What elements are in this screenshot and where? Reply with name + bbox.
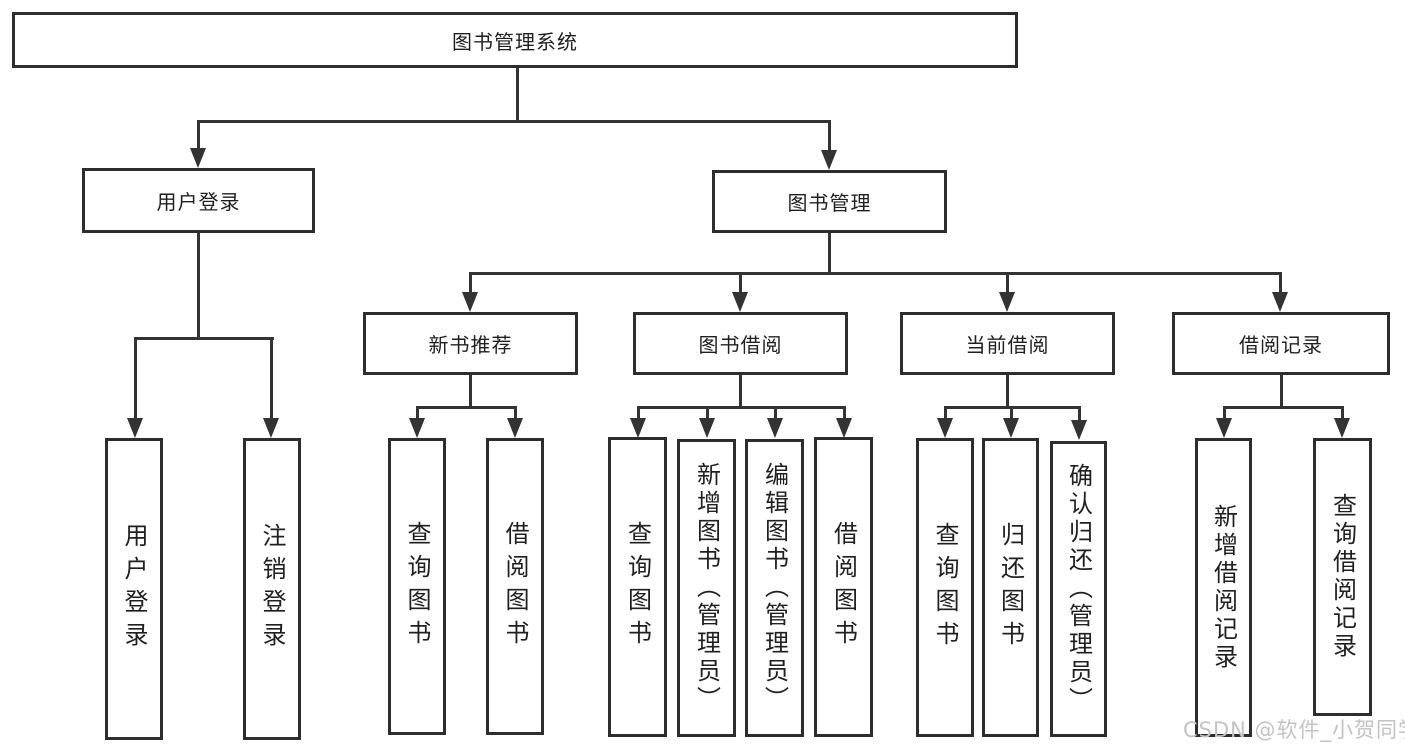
connector-drop — [416, 406, 419, 420]
node-borrowing-records: 借阅记录 — [1172, 312, 1390, 375]
arrowhead-borrow-records — [1272, 292, 1288, 312]
arrowhead — [630, 418, 646, 438]
connector-drop — [706, 406, 709, 420]
connector-drop — [1223, 406, 1226, 420]
connector-drop — [1078, 406, 1081, 422]
leaf-label: 查询图书 — [623, 521, 652, 653]
connector-drop-borrow-records — [1279, 272, 1282, 294]
connector-drop-new-book — [469, 272, 472, 294]
leaf-label: 用户登录 — [120, 523, 148, 655]
arrowhead — [1216, 418, 1232, 438]
arrowhead-book-mgmt — [821, 150, 837, 170]
connector-drop — [843, 406, 846, 420]
connector-user-login-stub — [197, 233, 200, 337]
node-label: 新书推荐 — [428, 333, 513, 357]
node-current-borrowing: 当前借阅 — [900, 312, 1115, 375]
arrowhead-leaf-login — [127, 418, 143, 438]
leaf-label: 新增图书（管理员） — [692, 462, 721, 714]
connector-level1-rail — [197, 120, 831, 123]
connector-sec1-rail — [416, 406, 517, 409]
node-library-system: 图书管理系统 — [12, 12, 1018, 68]
connector-level2-rail — [469, 272, 1282, 275]
node-label: 图书管理 — [787, 191, 872, 215]
leaf-bb-borrow-books: 借阅图书 — [814, 437, 873, 737]
leaf-label: 归还图书 — [996, 521, 1025, 654]
connector-drop-book-mgmt — [828, 120, 831, 152]
csdn-watermark: CSDN @软件_小贺同学 — [1183, 718, 1405, 742]
connector-drop — [944, 406, 947, 420]
arrowhead — [507, 418, 523, 438]
leaf-label: 编辑图书（管理员） — [760, 462, 789, 714]
leaf-label: 查询图书 — [931, 521, 959, 654]
leaf-nbr-query-books: 查询图书 — [388, 438, 446, 735]
arrowhead-book-borrow — [732, 292, 748, 312]
connector-book-mgmt-stub — [828, 233, 831, 272]
leaf-label: 注销登录 — [258, 523, 286, 655]
leaf-bb-edit-books-admin: 编辑图书（管理员） — [745, 439, 804, 737]
leaf-label: 查询借阅记录 — [1328, 493, 1357, 661]
arrowhead-new-book — [462, 292, 478, 312]
connector-drop — [1341, 406, 1344, 420]
leaf-user-login: 用户登录 — [105, 438, 163, 740]
connector-root-stub — [516, 68, 519, 120]
leaf-cb-query-books: 查询图书 — [916, 438, 974, 737]
node-book-management: 图书管理 — [712, 170, 947, 233]
arrowhead — [937, 418, 953, 438]
arrowhead-leaf-logout — [263, 418, 279, 438]
connector-drop — [514, 406, 517, 420]
leaf-bb-query-books: 查询图书 — [608, 437, 667, 737]
arrowhead — [836, 418, 852, 438]
arrowhead — [699, 418, 715, 438]
arrowhead-current-borrow — [999, 292, 1015, 312]
connector-drop-leaf-login — [134, 337, 137, 420]
connector-sec1-stub — [469, 375, 472, 406]
leaf-label: 确认归还（管理员） — [1064, 463, 1093, 715]
connector-sec4-rail — [1223, 406, 1344, 409]
leaf-br-query-record: 查询借阅记录 — [1313, 438, 1372, 716]
connector-sec3-stub — [1006, 375, 1009, 406]
leaf-label: 借阅图书 — [501, 520, 529, 653]
node-user-login: 用户登录 — [82, 168, 315, 233]
node-label: 当前借阅 — [965, 333, 1050, 357]
arrowhead — [409, 418, 425, 438]
arrowhead — [1003, 418, 1019, 438]
node-label: 图书借阅 — [698, 333, 783, 357]
arrowhead — [1334, 418, 1350, 438]
connector-drop-user-login — [197, 120, 200, 150]
connector-sec2-stub — [739, 375, 742, 406]
connector-sec4-stub — [1280, 375, 1283, 406]
connector-drop — [1010, 406, 1013, 420]
leaf-label: 新增借阅记录 — [1209, 503, 1238, 672]
leaf-label: 查询图书 — [403, 520, 431, 653]
leaf-label: 借阅图书 — [829, 521, 858, 653]
leaf-cb-return-books: 归还图书 — [982, 438, 1039, 737]
connector-drop-book-borrow — [739, 272, 742, 294]
connector-drop-current-borrow — [1006, 272, 1009, 294]
connector-drop-leaf-logout — [270, 337, 273, 420]
connector-user-login-rail — [134, 337, 274, 340]
connector-drop — [637, 406, 640, 420]
leaf-logout: 注销登录 — [243, 438, 301, 740]
node-label: 用户登录 — [156, 190, 241, 214]
connector-sec2-rail — [637, 406, 846, 409]
leaf-cb-confirm-return-admin: 确认归还（管理员） — [1050, 441, 1107, 737]
node-label: 图书管理系统 — [452, 29, 578, 54]
arrowhead — [1071, 420, 1087, 440]
connector-drop — [774, 406, 777, 420]
leaf-nbr-borrow-books: 借阅图书 — [486, 438, 544, 735]
node-book-borrowing: 图书借阅 — [633, 312, 848, 375]
arrowhead-user-login — [190, 148, 206, 168]
node-label: 借阅记录 — [1239, 333, 1323, 357]
node-new-book-recommend: 新书推荐 — [363, 312, 578, 375]
arrowhead — [767, 418, 783, 438]
leaf-br-add-record: 新增借阅记录 — [1195, 438, 1252, 737]
leaf-bb-add-books-admin: 新增图书（管理员） — [677, 439, 736, 737]
